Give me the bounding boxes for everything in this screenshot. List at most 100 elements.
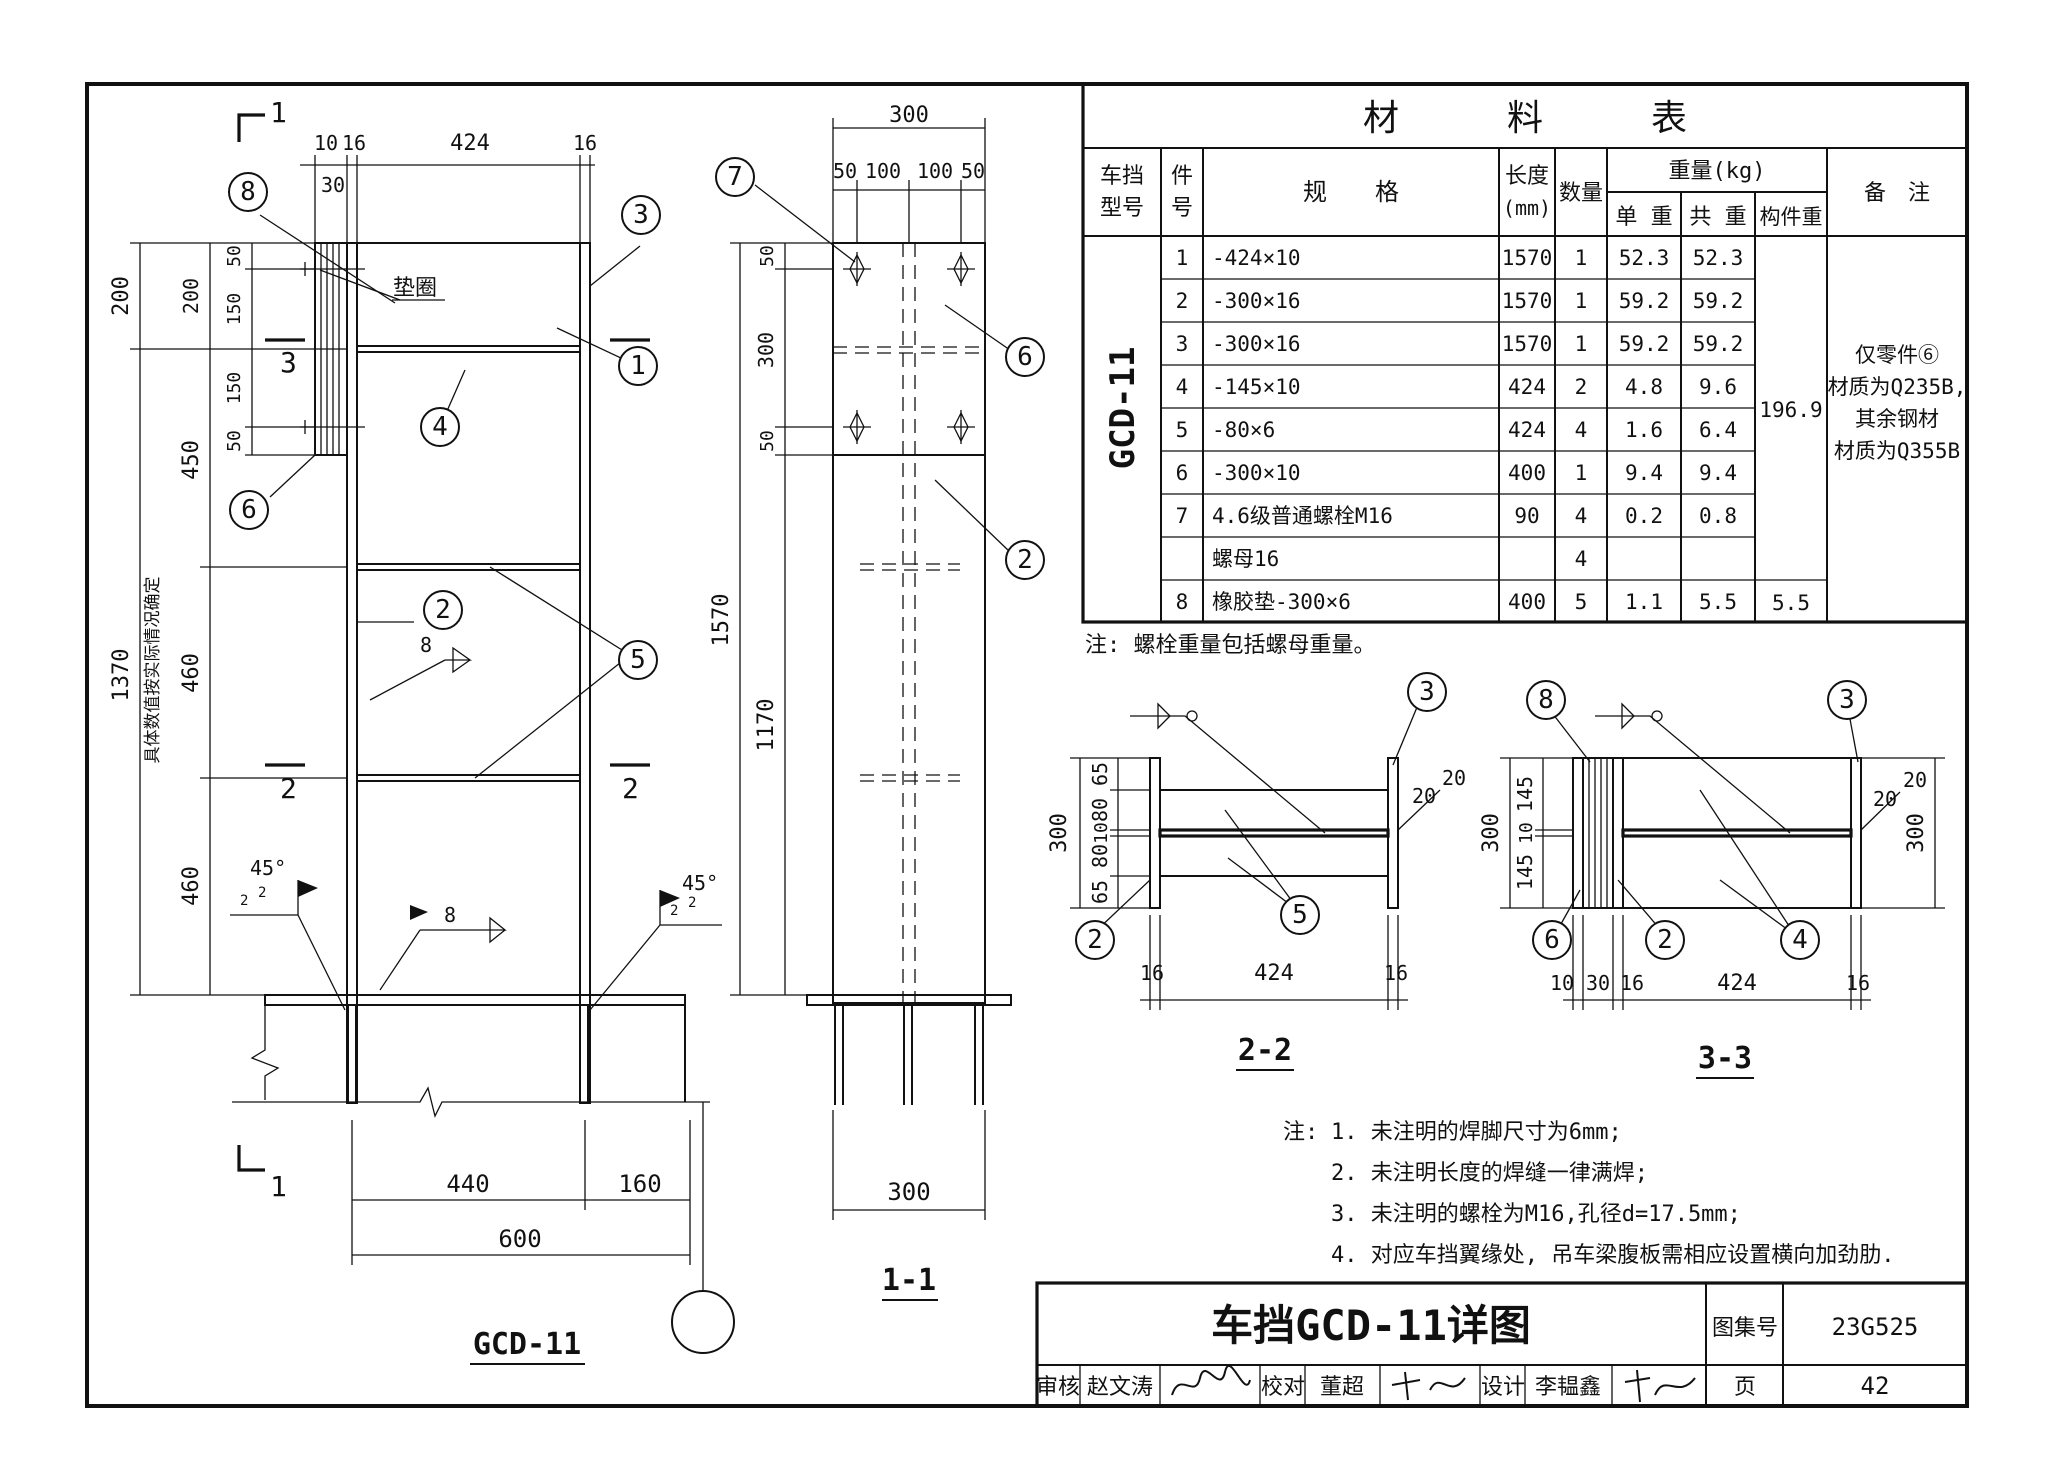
dim-left-460b: 460 <box>179 866 204 906</box>
review-label: 审核 <box>1036 1375 1080 1400</box>
table-cell-len: 400 <box>1508 461 1546 485</box>
table-cell-qty: 1 <box>1575 461 1588 485</box>
table-cell-qty: 4 <box>1575 547 1588 571</box>
s33-bot-30: 30 <box>1586 971 1610 995</box>
dim-inner-150b: 150 <box>224 372 245 405</box>
callout-marker: 2 <box>1005 540 1045 580</box>
table-cell-qty: 2 <box>1575 375 1588 399</box>
member-weight-pad: 5.5 <box>1772 591 1810 615</box>
s33-right-300: 300 <box>1904 813 1929 853</box>
s22-weld-20b: 20 <box>1412 784 1436 808</box>
hdr-no-1: 件 <box>1171 164 1193 189</box>
cut-2-right: 2 <box>622 772 639 805</box>
table-cell-spec: 螺母16 <box>1212 547 1279 571</box>
s11-dim-50a: 50 <box>833 159 857 183</box>
table-model: GCD-11 <box>1103 347 1143 470</box>
checker-name: 董超 <box>1320 1375 1364 1400</box>
table-cell-spec: 橡胶垫-300×6 <box>1212 590 1351 614</box>
table-cell-no: 8 <box>1176 590 1189 614</box>
dim-top-16a: 16 <box>342 131 366 155</box>
hdr-length-2: (mm) <box>1503 196 1551 220</box>
callout-marker: 6 <box>1532 920 1572 960</box>
note-2: 2. 未注明长度的焊缝一律满焊; <box>1331 1161 1648 1186</box>
table-cell-qty: 4 <box>1575 418 1588 442</box>
table-cell-no: 3 <box>1176 332 1189 356</box>
signature-designer <box>1624 1369 1696 1403</box>
material-table: 材 料 表 车挡 型号 件 号 规 格 长度 (mm) 数量 重量(kg) 单 … <box>1081 82 1969 624</box>
weld-2-left-b: 2 <box>258 885 266 901</box>
dim-left-note: 具体数值按实际情况确定 <box>143 577 163 764</box>
s33-bot-16b: 16 <box>1846 971 1870 995</box>
table-cell-qty: 1 <box>1575 332 1588 356</box>
table-cell-spec: -300×16 <box>1212 289 1301 313</box>
weld-8-lower: 8 <box>444 903 456 927</box>
dim-top-10: 10 <box>314 131 338 155</box>
s11-left-1170: 1170 <box>754 699 779 752</box>
signature-checker <box>1391 1371 1466 1401</box>
view-label-gcd11: GCD-11 <box>473 1327 581 1362</box>
hdr-length-1: 长度 <box>1505 164 1549 189</box>
table-cell-unit: 59.2 <box>1619 332 1670 356</box>
callout-marker: 3 <box>1827 680 1867 720</box>
dim-inner-200: 200 <box>179 278 203 314</box>
view-label-2-2: 2-2 <box>1238 1033 1292 1068</box>
title-block: 车挡GCD-11详图 图集号 23G525 页 42 审核 赵文涛 校对 董超 … <box>1035 1281 1969 1408</box>
table-cell-len: 424 <box>1508 375 1546 399</box>
table-cell-no: 2 <box>1176 289 1189 313</box>
weld-8-upper: 8 <box>420 633 432 657</box>
table-cell-unit: 9.4 <box>1625 461 1663 485</box>
s33-bot-10: 10 <box>1550 971 1574 995</box>
design-label: 设计 <box>1481 1375 1525 1400</box>
callout-marker: 8 <box>228 172 268 212</box>
table-cell-len: 1570 <box>1502 332 1553 356</box>
s33-left-145a: 145 <box>1513 776 1537 812</box>
table-cell-total: 5.5 <box>1699 590 1737 614</box>
s22-left-80a: 80 <box>1088 798 1112 822</box>
s33-left-10: 10 <box>1516 822 1537 844</box>
signature-reviewer <box>1171 1364 1251 1396</box>
remark-line-2: 材质为Q235B, <box>1828 375 1967 399</box>
sheet-border <box>85 82 1969 1408</box>
s22-left-300: 300 <box>1047 813 1072 853</box>
table-cell-no: 6 <box>1176 461 1189 485</box>
s33-weld-20a: 20 <box>1903 768 1927 792</box>
s11-left-50a: 50 <box>757 245 778 267</box>
table-cell-total: 6.4 <box>1699 418 1737 442</box>
s11-dim-bottom: 300 <box>887 1178 930 1206</box>
page-number: 42 <box>1861 1372 1890 1400</box>
table-cell-qty: 1 <box>1575 289 1588 313</box>
s22-bot-16a: 16 <box>1140 961 1164 985</box>
s22-left-10: 10 <box>1091 822 1112 844</box>
table-cell-qty: 1 <box>1575 246 1588 270</box>
s33-weld-20b: 20 <box>1873 787 1897 811</box>
table-cell-spec: -145×10 <box>1212 375 1301 399</box>
callout-marker: 5 <box>1280 895 1320 935</box>
weld-2-right-b: 2 <box>688 895 696 911</box>
table-cell-spec: 4.6级普通螺栓M16 <box>1212 504 1393 528</box>
s22-left-65a: 65 <box>1088 762 1112 786</box>
table-note: 注: 螺栓重量包括螺母重量。 <box>1085 633 1376 658</box>
s11-dim-100b: 100 <box>917 159 953 183</box>
dim-top-16b: 16 <box>573 131 597 155</box>
s33-left-145b: 145 <box>1513 854 1537 890</box>
callout-marker: 7 <box>715 157 755 197</box>
table-cell-unit: 52.3 <box>1619 246 1670 270</box>
dim-left-1370: 1370 <box>109 649 134 702</box>
check-label: 校对 <box>1261 1375 1305 1400</box>
table-cell-unit: 0.2 <box>1625 504 1663 528</box>
s11-left-1570: 1570 <box>709 594 734 647</box>
table-cell-total: 9.4 <box>1699 461 1737 485</box>
s11-left-300: 300 <box>754 332 778 368</box>
hdr-remark: 备 注 <box>1864 181 1930 206</box>
section-1-1: 300 50 100 100 50 50 300 50 1570 1170 30… <box>709 103 1012 1301</box>
table-cell-len: 1570 <box>1502 289 1553 313</box>
s33-left-300: 300 <box>1479 813 1504 853</box>
reviewer-name: 赵文涛 <box>1087 1375 1153 1400</box>
weld-2-right-a: 2 <box>670 903 678 919</box>
atlas-label: 图集号 <box>1712 1316 1778 1341</box>
dim-left-450: 450 <box>179 440 204 480</box>
weld-45-left: 45° <box>250 856 286 880</box>
callout-marker: 3 <box>621 195 661 235</box>
dim-top-30: 30 <box>321 173 345 197</box>
section-3-3: 145 10 145 300 300 10 30 16 424 16 20 20… <box>1479 702 1945 1079</box>
